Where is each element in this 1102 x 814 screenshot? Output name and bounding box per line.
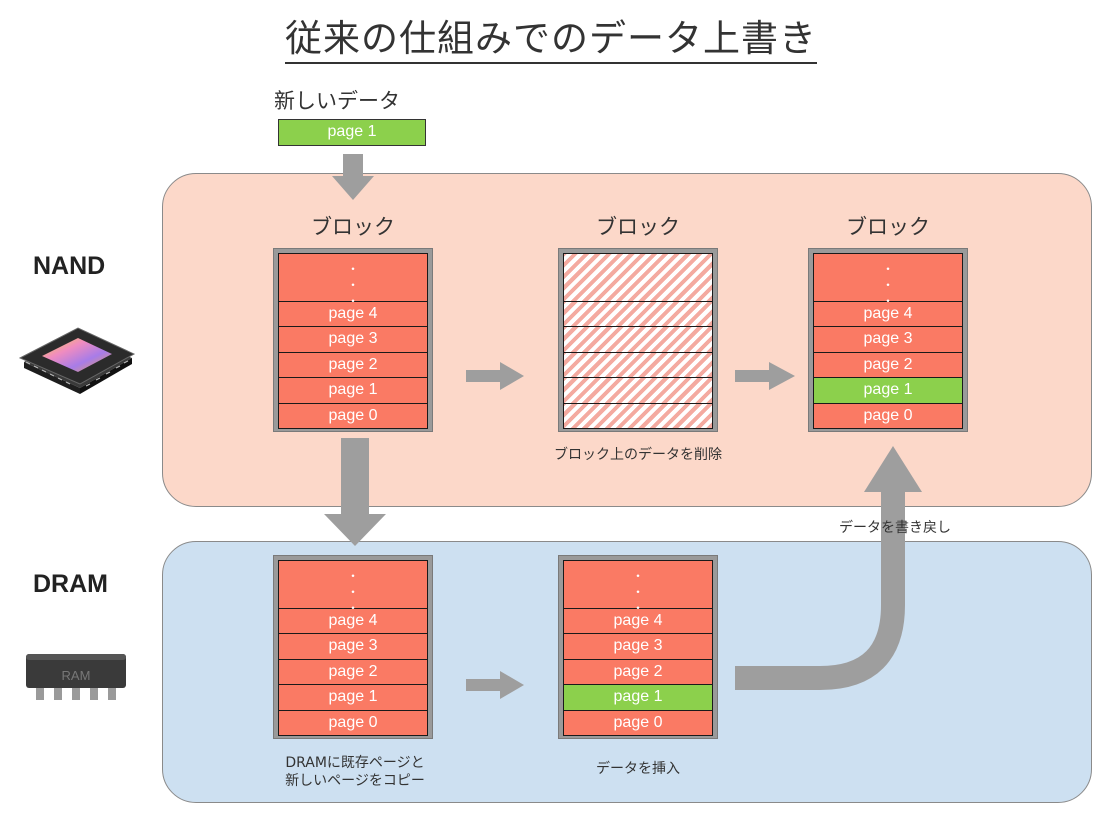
copy-caption: DRAMに既存ページと 新しいページをコピー bbox=[250, 754, 460, 790]
arrow-erase-shaft bbox=[466, 370, 500, 382]
page-cell-4: page 4 bbox=[563, 609, 713, 635]
page-cell-2: page 2 bbox=[278, 352, 428, 379]
copy-caption-line2: 新しいページをコピー bbox=[285, 773, 425, 789]
page-cell-3: page 3 bbox=[278, 634, 428, 660]
arrow-erase-head bbox=[500, 362, 524, 390]
page-cell-1: page 1 bbox=[278, 685, 428, 711]
page-cell-ellipsis: ・・・ bbox=[278, 253, 428, 308]
nand-label: NAND bbox=[33, 252, 106, 280]
dram-label: DRAM bbox=[33, 570, 108, 598]
page-cell-ellipsis: ・・・ bbox=[278, 560, 428, 615]
copy-caption-line1: DRAMに既存ページと bbox=[285, 755, 425, 771]
ram-chip-text: RAM bbox=[62, 668, 91, 683]
ram-chip-icon: RAM bbox=[26, 654, 126, 700]
block-title-1: ブロック bbox=[311, 215, 395, 239]
nand-block-original: ・・・ page 4 page 3 page 2 page 1 page 0 bbox=[273, 248, 433, 432]
block-title-3: ブロック bbox=[846, 215, 930, 239]
arrow-insert-shaft bbox=[466, 679, 500, 691]
insert-caption: データを挿入 bbox=[596, 761, 680, 777]
page-cell-3: page 3 bbox=[813, 327, 963, 353]
page-cell-4: page 4 bbox=[278, 609, 428, 635]
page-cell-1-new: page 1 bbox=[563, 685, 713, 711]
page-cell-ellipsis: ・・・ bbox=[813, 253, 963, 308]
nand-block-rewritten: ・・・ page 4 page 3 page 2 page 1 page 0 bbox=[808, 248, 968, 432]
erased-cell bbox=[563, 327, 713, 353]
erased-cell bbox=[563, 378, 713, 404]
erased-cell bbox=[563, 302, 713, 328]
arrow-copy-shaft bbox=[341, 438, 369, 514]
arrow-insert-head bbox=[500, 671, 524, 699]
block-title-2: ブロック bbox=[596, 215, 680, 239]
arrow-newdata-shaft bbox=[343, 154, 363, 176]
erased-cell bbox=[563, 403, 713, 429]
arrow-rewrite-shaft bbox=[735, 370, 769, 382]
page-title: 従来の仕組みでのデータ上書き bbox=[0, 8, 1102, 64]
arrow-copy-head bbox=[324, 514, 386, 546]
dram-block-copy: ・・・ page 4 page 3 page 2 page 1 page 0 bbox=[273, 555, 433, 739]
dram-block-inserted: ・・・ page 4 page 3 page 2 page 1 page 0 bbox=[558, 555, 718, 739]
erased-cell bbox=[563, 352, 713, 379]
page-cell-1-new: page 1 bbox=[813, 378, 963, 404]
arrow-writeback-head bbox=[864, 446, 922, 492]
nand-block-erased bbox=[558, 248, 718, 432]
page-cell-1: page 1 bbox=[278, 378, 428, 404]
page-cell-2: page 2 bbox=[813, 352, 963, 379]
page-cell-4: page 4 bbox=[813, 302, 963, 328]
page-cell-3: page 3 bbox=[563, 634, 713, 660]
page-cell-2: page 2 bbox=[563, 659, 713, 686]
arrow-newdata-head bbox=[332, 176, 374, 200]
page-cell-2: page 2 bbox=[278, 659, 428, 686]
new-page-1: page 1 bbox=[278, 119, 426, 146]
writeback-caption: データを書き戻し bbox=[839, 520, 951, 536]
page-cell-4: page 4 bbox=[278, 302, 428, 328]
page-cell-0: page 0 bbox=[563, 710, 713, 736]
page-cell-3: page 3 bbox=[278, 327, 428, 353]
erase-caption: ブロック上のデータを削除 bbox=[554, 447, 722, 463]
erased-cell bbox=[563, 253, 713, 302]
page-cell-0: page 0 bbox=[278, 403, 428, 429]
nand-chip-icon bbox=[18, 327, 136, 394]
new-data-label: 新しいデータ bbox=[274, 89, 400, 113]
page-cell-0: page 0 bbox=[278, 710, 428, 736]
arrow-rewrite-head bbox=[769, 362, 795, 390]
page-cell-0: page 0 bbox=[813, 403, 963, 429]
page-cell-ellipsis: ・・・ bbox=[563, 560, 713, 615]
arrow-writeback-path bbox=[735, 490, 905, 690]
